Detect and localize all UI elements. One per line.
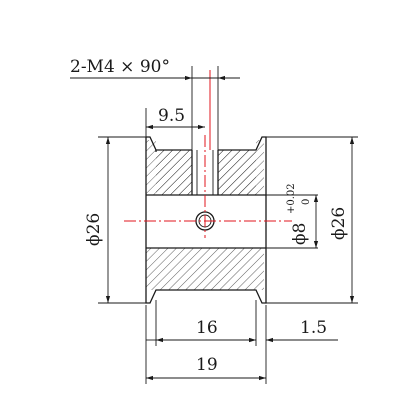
bore-tol-lower: 0 [301,199,312,205]
flange-dimension: 1.5 [146,305,338,346]
total-width-label: 19 [196,355,218,375]
lower-profile [145,247,267,304]
total-width-dimension: 19 [145,305,267,384]
center-lines [124,70,292,238]
right-diameter-label: ϕ26 [329,207,349,240]
bore-label: ϕ8 [290,223,310,245]
inner-width-label: 16 [196,318,218,338]
bore-dimension: ϕ8 +0.02 0 [266,183,319,249]
right-diameter-dimension: ϕ26 [266,136,358,304]
offset-label: 9.5 [158,106,185,126]
upper-section-hatch [146,140,264,195]
inner-width-dimension: 16 [155,300,257,346]
screw-note-label: 2-M4 × 90° [70,57,170,77]
offset-dimension: 9.5 [145,106,205,140]
screw-note-dimension: 2-M4 × 90° [70,57,240,150]
left-diameter-label: ϕ26 [84,213,104,246]
lower-section-hatch [146,248,264,290]
bore-tol-upper: +0.02 [286,183,297,214]
upper-profile [145,136,267,196]
flange-label: 1.5 [300,318,327,338]
left-diameter-dimension: ϕ26 [84,136,146,304]
